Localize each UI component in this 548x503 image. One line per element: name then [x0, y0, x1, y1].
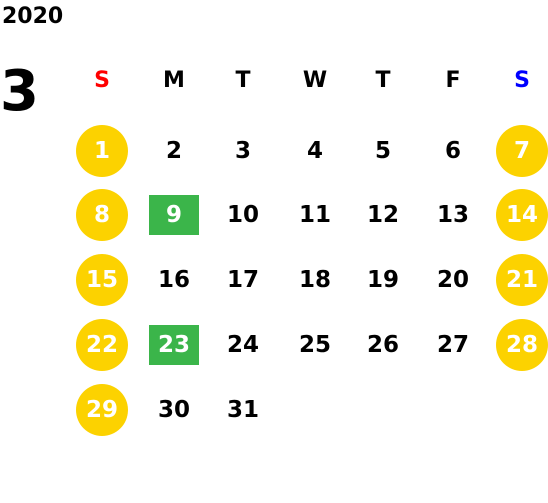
weekday-label: F	[445, 68, 461, 93]
weekday-label: T	[375, 68, 391, 93]
day-cell[interactable]: 3	[234, 137, 251, 164]
weekday-label: S	[514, 68, 530, 93]
day-cell[interactable]: 7	[496, 125, 548, 177]
day-cell[interactable]: 2	[165, 137, 182, 164]
day-cell[interactable]: 25	[298, 331, 331, 358]
day-cell[interactable]: 29	[76, 384, 128, 436]
day-cell[interactable]: 18	[298, 266, 331, 293]
day-cell[interactable]: 16	[157, 266, 190, 293]
day-cell[interactable]: 13	[436, 201, 469, 228]
year-label: 2020	[2, 4, 64, 29]
day-cell[interactable]: 31	[226, 396, 259, 423]
day-cell[interactable]: 8	[76, 189, 128, 241]
day-cell[interactable]: 9	[149, 195, 199, 235]
day-cell[interactable]: 15	[76, 254, 128, 306]
day-cell[interactable]: 10	[226, 201, 259, 228]
day-cell[interactable]: 11	[298, 201, 331, 228]
day-cell[interactable]: 26	[366, 331, 399, 358]
day-cell[interactable]: 12	[366, 201, 399, 228]
day-cell[interactable]: 19	[366, 266, 399, 293]
day-cell[interactable]: 24	[226, 331, 259, 358]
day-cell[interactable]: 23	[149, 325, 199, 365]
day-cell[interactable]: 21	[496, 254, 548, 306]
day-cell[interactable]: 17	[226, 266, 259, 293]
day-cell[interactable]: 5	[374, 137, 391, 164]
day-cell[interactable]: 22	[76, 319, 128, 371]
month-label: 3	[0, 59, 39, 124]
weekday-label: W	[302, 68, 328, 93]
day-cell[interactable]: 30	[157, 396, 190, 423]
day-cell[interactable]: 6	[444, 137, 461, 164]
day-cell[interactable]: 28	[496, 319, 548, 371]
weekday-label: M	[163, 68, 185, 93]
day-cell[interactable]: 20	[436, 266, 469, 293]
weekday-label: T	[235, 68, 251, 93]
day-cell[interactable]: 1	[76, 125, 128, 177]
weekday-label: S	[94, 68, 110, 93]
day-cell[interactable]: 14	[496, 189, 548, 241]
day-cell[interactable]: 27	[436, 331, 469, 358]
day-cell[interactable]: 4	[306, 137, 323, 164]
